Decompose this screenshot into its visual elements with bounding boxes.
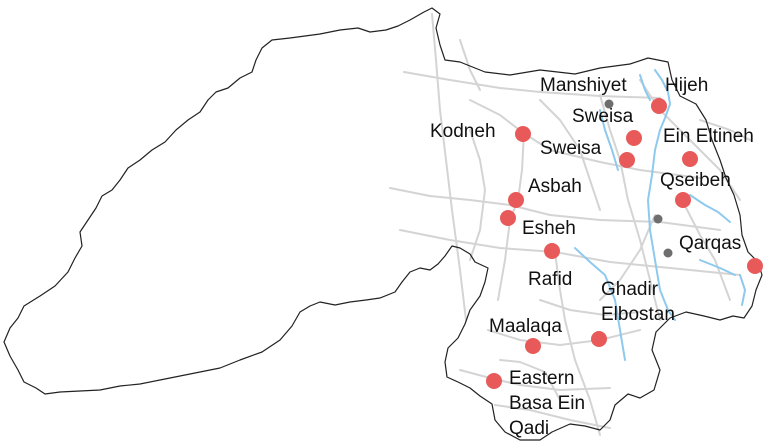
eastern-basa-ein-qadi-label-line: Qadi xyxy=(509,418,549,439)
eastern-basa-ein-qadi-label-line: Eastern xyxy=(509,368,574,389)
hijeh-marker xyxy=(651,98,667,114)
eastern-basa-ein-qadi-marker xyxy=(486,373,502,389)
asbah-label: Asbah xyxy=(528,176,582,197)
ghadir-elbostan-marker xyxy=(591,331,607,347)
rafid-marker xyxy=(544,243,560,259)
asbah-label-line: Asbah xyxy=(528,176,582,197)
kodneh-label: Kodneh xyxy=(430,121,496,142)
ein-eltineh-marker xyxy=(682,151,698,167)
qarqas-marker xyxy=(663,248,673,258)
qseibeh-marker xyxy=(675,192,691,208)
qseibeh-label: Qseibeh xyxy=(660,170,731,191)
maalaqa-label: Maalaqa xyxy=(489,316,562,337)
hijeh-label-line: Hijeh xyxy=(665,75,708,96)
esheh-label-line: Esheh xyxy=(522,218,576,239)
maalaqa-marker xyxy=(525,338,541,354)
region-border xyxy=(3,7,763,441)
manshiyet-marker xyxy=(604,99,614,109)
sweisa-1-marker xyxy=(626,130,642,146)
rafid-label-line: Rafid xyxy=(528,269,572,290)
manshiyet-label-line: Manshiyet xyxy=(540,75,627,96)
eastern-basa-ein-qadi-label-line: Basa Ein xyxy=(509,393,585,414)
town-markers xyxy=(486,98,763,389)
qarqas-label-line: Qarqas xyxy=(679,233,741,254)
esheh-label: Esheh xyxy=(522,218,576,239)
hijeh-label: Hijeh xyxy=(665,75,708,96)
esheh-marker xyxy=(500,210,516,226)
kodneh-marker xyxy=(515,126,531,142)
manshiyet-label: Manshiyet xyxy=(540,75,627,96)
ghadir-elbostan-label-line: Ghadir xyxy=(601,279,659,300)
sweisa-2-label: Sweisa xyxy=(540,138,602,159)
unnamed-1-marker xyxy=(653,214,663,224)
ein-eltineh-label: Ein Eltineh xyxy=(663,126,754,147)
kodneh-label-line: Kodneh xyxy=(430,121,496,142)
qseibeh-label-line: Qseibeh xyxy=(660,170,731,191)
qarqas-label: Qarqas xyxy=(679,233,741,254)
sweisa-2-marker xyxy=(619,152,635,168)
maalaqa-label-line: Maalaqa xyxy=(489,316,562,337)
sweisa-1-label: Sweisa xyxy=(572,106,634,127)
unnamed-2-marker xyxy=(747,258,763,274)
river-network xyxy=(574,69,746,361)
road-network xyxy=(389,13,751,436)
rafid-label: Rafid xyxy=(528,269,572,290)
asbah-marker xyxy=(508,192,524,208)
sweisa-1-label-line: Sweisa xyxy=(572,106,634,127)
sweisa-2-label-line: Sweisa xyxy=(540,138,602,159)
ein-eltineh-label-line: Ein Eltineh xyxy=(663,126,754,147)
ghadir-elbostan-label-line: Elbostan xyxy=(601,304,675,325)
